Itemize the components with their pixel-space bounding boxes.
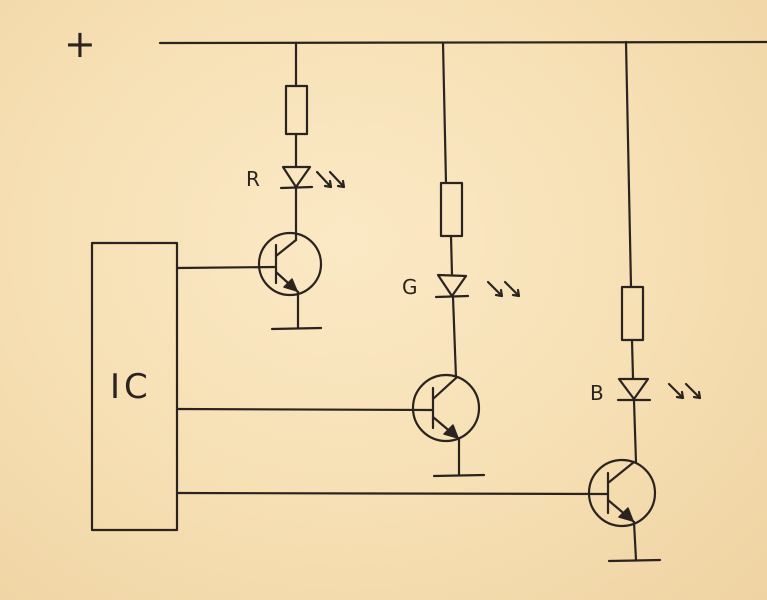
blue-channel: B — [175, 40, 702, 563]
blue-wire-top — [624, 40, 633, 289]
green-wire-top — [441, 41, 448, 185]
blue-wire-to-collector — [632, 399, 638, 464]
green-label: G — [402, 275, 418, 299]
red-channel: R — [175, 41, 346, 331]
green-ground — [432, 473, 486, 478]
red-ground — [270, 326, 323, 331]
blue-wire-mid — [630, 338, 635, 380]
supply-plus-label: + — [64, 22, 96, 66]
green-transistor — [411, 373, 481, 443]
red-base-wire — [175, 265, 278, 270]
supply-rail — [158, 40, 767, 45]
green-led — [434, 273, 521, 299]
red-transistor — [257, 231, 323, 297]
red-label: R — [246, 167, 260, 191]
green-resistor — [439, 181, 464, 238]
green-wire-to-collector — [451, 295, 458, 380]
blue-resistor — [620, 285, 645, 342]
green-wire-mid — [449, 234, 454, 277]
ic-label: IC — [110, 367, 152, 407]
blue-ground — [607, 558, 662, 563]
green-base-wire — [175, 407, 435, 412]
blue-base-wire — [175, 491, 610, 496]
blue-led — [616, 377, 702, 402]
ic-block — [90, 241, 179, 532]
green-channel: G — [175, 41, 521, 478]
blue-wire-to-ground — [632, 520, 638, 562]
red-resistor — [284, 84, 309, 136]
blue-label: B — [590, 381, 604, 405]
red-led — [279, 165, 346, 190]
